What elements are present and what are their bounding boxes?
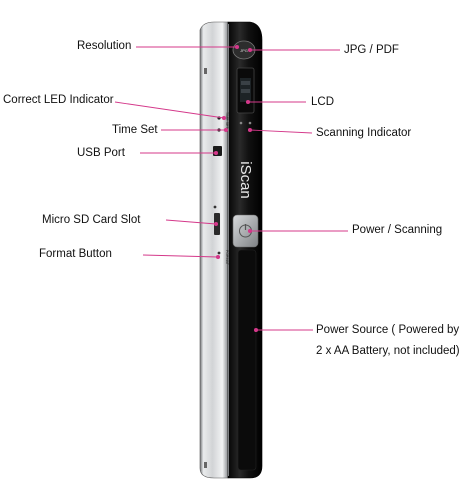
usb-port-slot bbox=[213, 146, 222, 156]
svg-text:TIME SET: TIME SET bbox=[225, 112, 229, 129]
label-power-source-line1: Power Source ( Powered by bbox=[316, 324, 460, 336]
silver-body bbox=[199, 21, 229, 479]
label-power-scanning: Power / Scanning bbox=[352, 224, 443, 236]
label-usb-port: USB Port bbox=[77, 147, 125, 159]
power-scan-button bbox=[232, 214, 259, 248]
label-micro-sd: Micro SD Card Slot bbox=[42, 214, 141, 226]
brand-label: iScan bbox=[237, 161, 254, 199]
svg-text:FORMAT: FORMAT bbox=[225, 250, 229, 266]
sd-slot bbox=[214, 213, 220, 235]
label-jpg-pdf: JPG / PDF bbox=[344, 44, 399, 56]
label-lcd: LCD bbox=[311, 96, 335, 108]
label-power-source-line2: 2 x AA Battery, not included) bbox=[316, 345, 460, 357]
svg-text:JPG: JPG bbox=[240, 48, 248, 53]
label-scanning-indicator: Scanning Indicator bbox=[316, 127, 412, 139]
label-correct-led: Correct LED Indicator bbox=[3, 94, 114, 106]
label-time-set: Time Set bbox=[112, 124, 158, 136]
label-format-button: Format Button bbox=[39, 248, 112, 260]
label-resolution: Resolution bbox=[77, 40, 132, 52]
